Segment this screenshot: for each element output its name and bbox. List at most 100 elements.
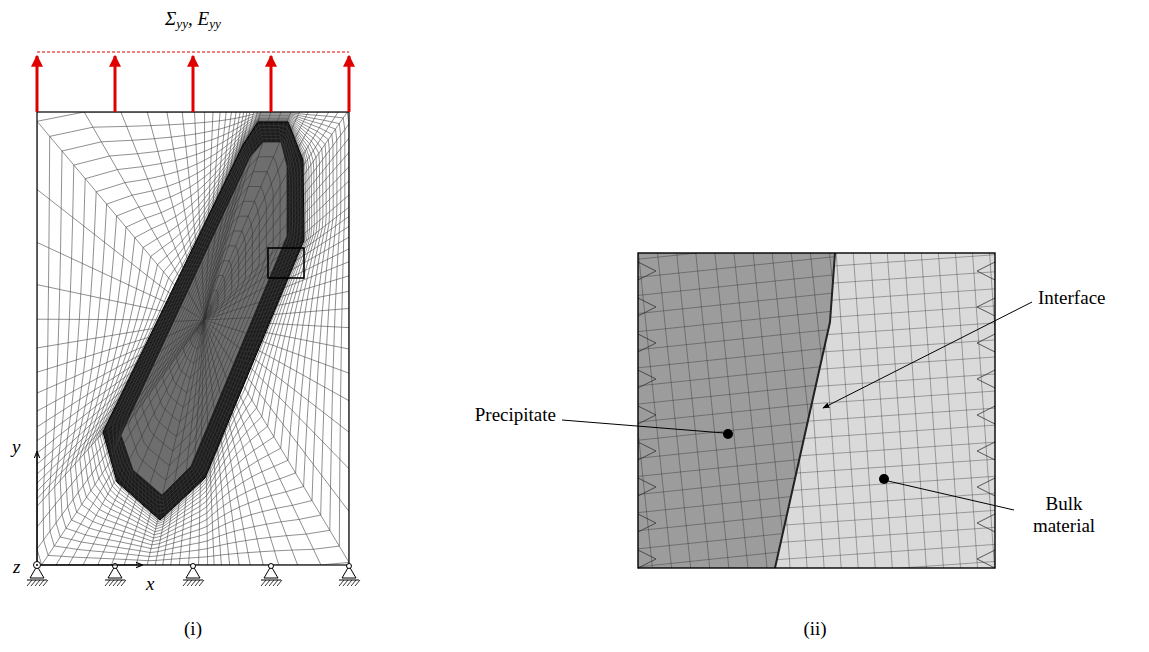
mesh-line xyxy=(298,112,318,148)
mesh-line xyxy=(252,131,257,149)
mesh-line xyxy=(217,404,232,414)
mesh-line xyxy=(121,112,183,268)
mesh-line xyxy=(194,458,205,476)
mesh-line xyxy=(241,346,259,347)
mesh-line xyxy=(37,337,149,372)
point xyxy=(723,429,733,439)
interface-line xyxy=(775,253,835,568)
mesh-line xyxy=(235,162,242,176)
support-pin xyxy=(191,564,196,569)
domain-border xyxy=(37,112,349,565)
mesh-line xyxy=(131,320,204,413)
mesh-line xyxy=(37,442,106,527)
mesh-line xyxy=(251,319,271,321)
mesh-line xyxy=(201,441,213,457)
z-axis xyxy=(34,562,41,569)
mesh-line xyxy=(277,291,349,305)
mesh-line xyxy=(124,320,204,443)
mesh-line xyxy=(186,320,204,471)
mesh-line xyxy=(236,404,298,565)
mesh-line xyxy=(214,457,222,565)
mesh-line xyxy=(277,112,281,122)
mesh-line xyxy=(37,121,175,285)
mesh-line xyxy=(279,122,281,142)
label: (i) xyxy=(184,618,202,640)
mesh-line xyxy=(204,320,208,426)
mesh-line xyxy=(178,276,194,278)
mesh-line xyxy=(287,161,303,186)
mesh-line xyxy=(638,370,656,388)
mesh-line xyxy=(287,177,303,200)
support-hatch xyxy=(199,580,204,586)
mesh-line xyxy=(204,318,253,320)
zoom-border xyxy=(638,253,995,568)
mesh-line xyxy=(255,126,260,145)
mesh-line xyxy=(287,152,300,177)
mesh-line xyxy=(60,116,333,549)
mesh-line xyxy=(287,187,303,208)
mesh-line xyxy=(69,479,117,565)
mesh-line xyxy=(303,112,347,176)
mesh-line xyxy=(208,217,219,224)
mesh-line xyxy=(263,122,267,142)
mesh-line xyxy=(222,392,237,400)
label: Precipitate xyxy=(475,404,556,426)
label: Bulk material xyxy=(1014,493,1114,537)
mesh-line xyxy=(265,281,287,288)
mesh-line xyxy=(37,319,158,321)
mesh-line xyxy=(136,512,151,565)
mesh-line xyxy=(80,119,320,535)
label: Σyy, Eyy xyxy=(165,8,221,30)
mesh-line xyxy=(147,518,158,565)
mesh-line xyxy=(977,478,995,496)
mesh-line xyxy=(108,125,301,513)
mesh-line xyxy=(215,408,229,419)
mesh-line xyxy=(162,495,165,516)
mesh-line xyxy=(188,291,204,320)
mesh-line xyxy=(287,112,291,122)
mesh-line xyxy=(282,122,284,146)
mesh-line xyxy=(239,351,257,353)
mesh-line xyxy=(129,320,204,459)
load-arrows xyxy=(37,56,349,112)
mesh-line xyxy=(159,493,161,519)
mesh-line xyxy=(37,424,107,499)
label: z xyxy=(13,556,20,578)
mesh-line xyxy=(111,499,136,565)
mesh-line xyxy=(250,135,255,152)
x-axis xyxy=(37,565,142,566)
mesh-line xyxy=(213,112,220,207)
mesh-line xyxy=(183,268,198,269)
mesh-line xyxy=(120,139,290,498)
mesh-line xyxy=(232,167,239,180)
mesh-line xyxy=(269,323,349,327)
mesh-line xyxy=(204,142,263,320)
mesh-line xyxy=(303,138,349,195)
mesh-line xyxy=(287,218,304,235)
load-arrow xyxy=(270,56,273,112)
mesh-line xyxy=(253,315,273,318)
mesh-line xyxy=(638,298,656,316)
mesh-line xyxy=(210,421,224,434)
mesh-line xyxy=(250,324,270,326)
mesh-line xyxy=(240,395,321,565)
mesh-line xyxy=(199,236,212,240)
mesh-line xyxy=(145,320,204,382)
mesh-line xyxy=(226,180,234,191)
mesh-line xyxy=(217,448,229,565)
mesh-line xyxy=(295,112,309,139)
mesh-line xyxy=(221,439,239,565)
mesh-line xyxy=(114,443,124,469)
mesh-line xyxy=(239,153,245,168)
mesh-line xyxy=(203,437,216,452)
mesh-line xyxy=(638,442,656,460)
mesh-line xyxy=(237,355,255,358)
mesh-line xyxy=(977,442,995,460)
mesh-line xyxy=(189,489,194,565)
label: (ii) xyxy=(803,618,826,640)
mesh-line xyxy=(204,302,259,320)
mesh-line xyxy=(232,413,279,565)
mesh-line xyxy=(169,488,173,508)
label: Interface xyxy=(1038,287,1106,309)
